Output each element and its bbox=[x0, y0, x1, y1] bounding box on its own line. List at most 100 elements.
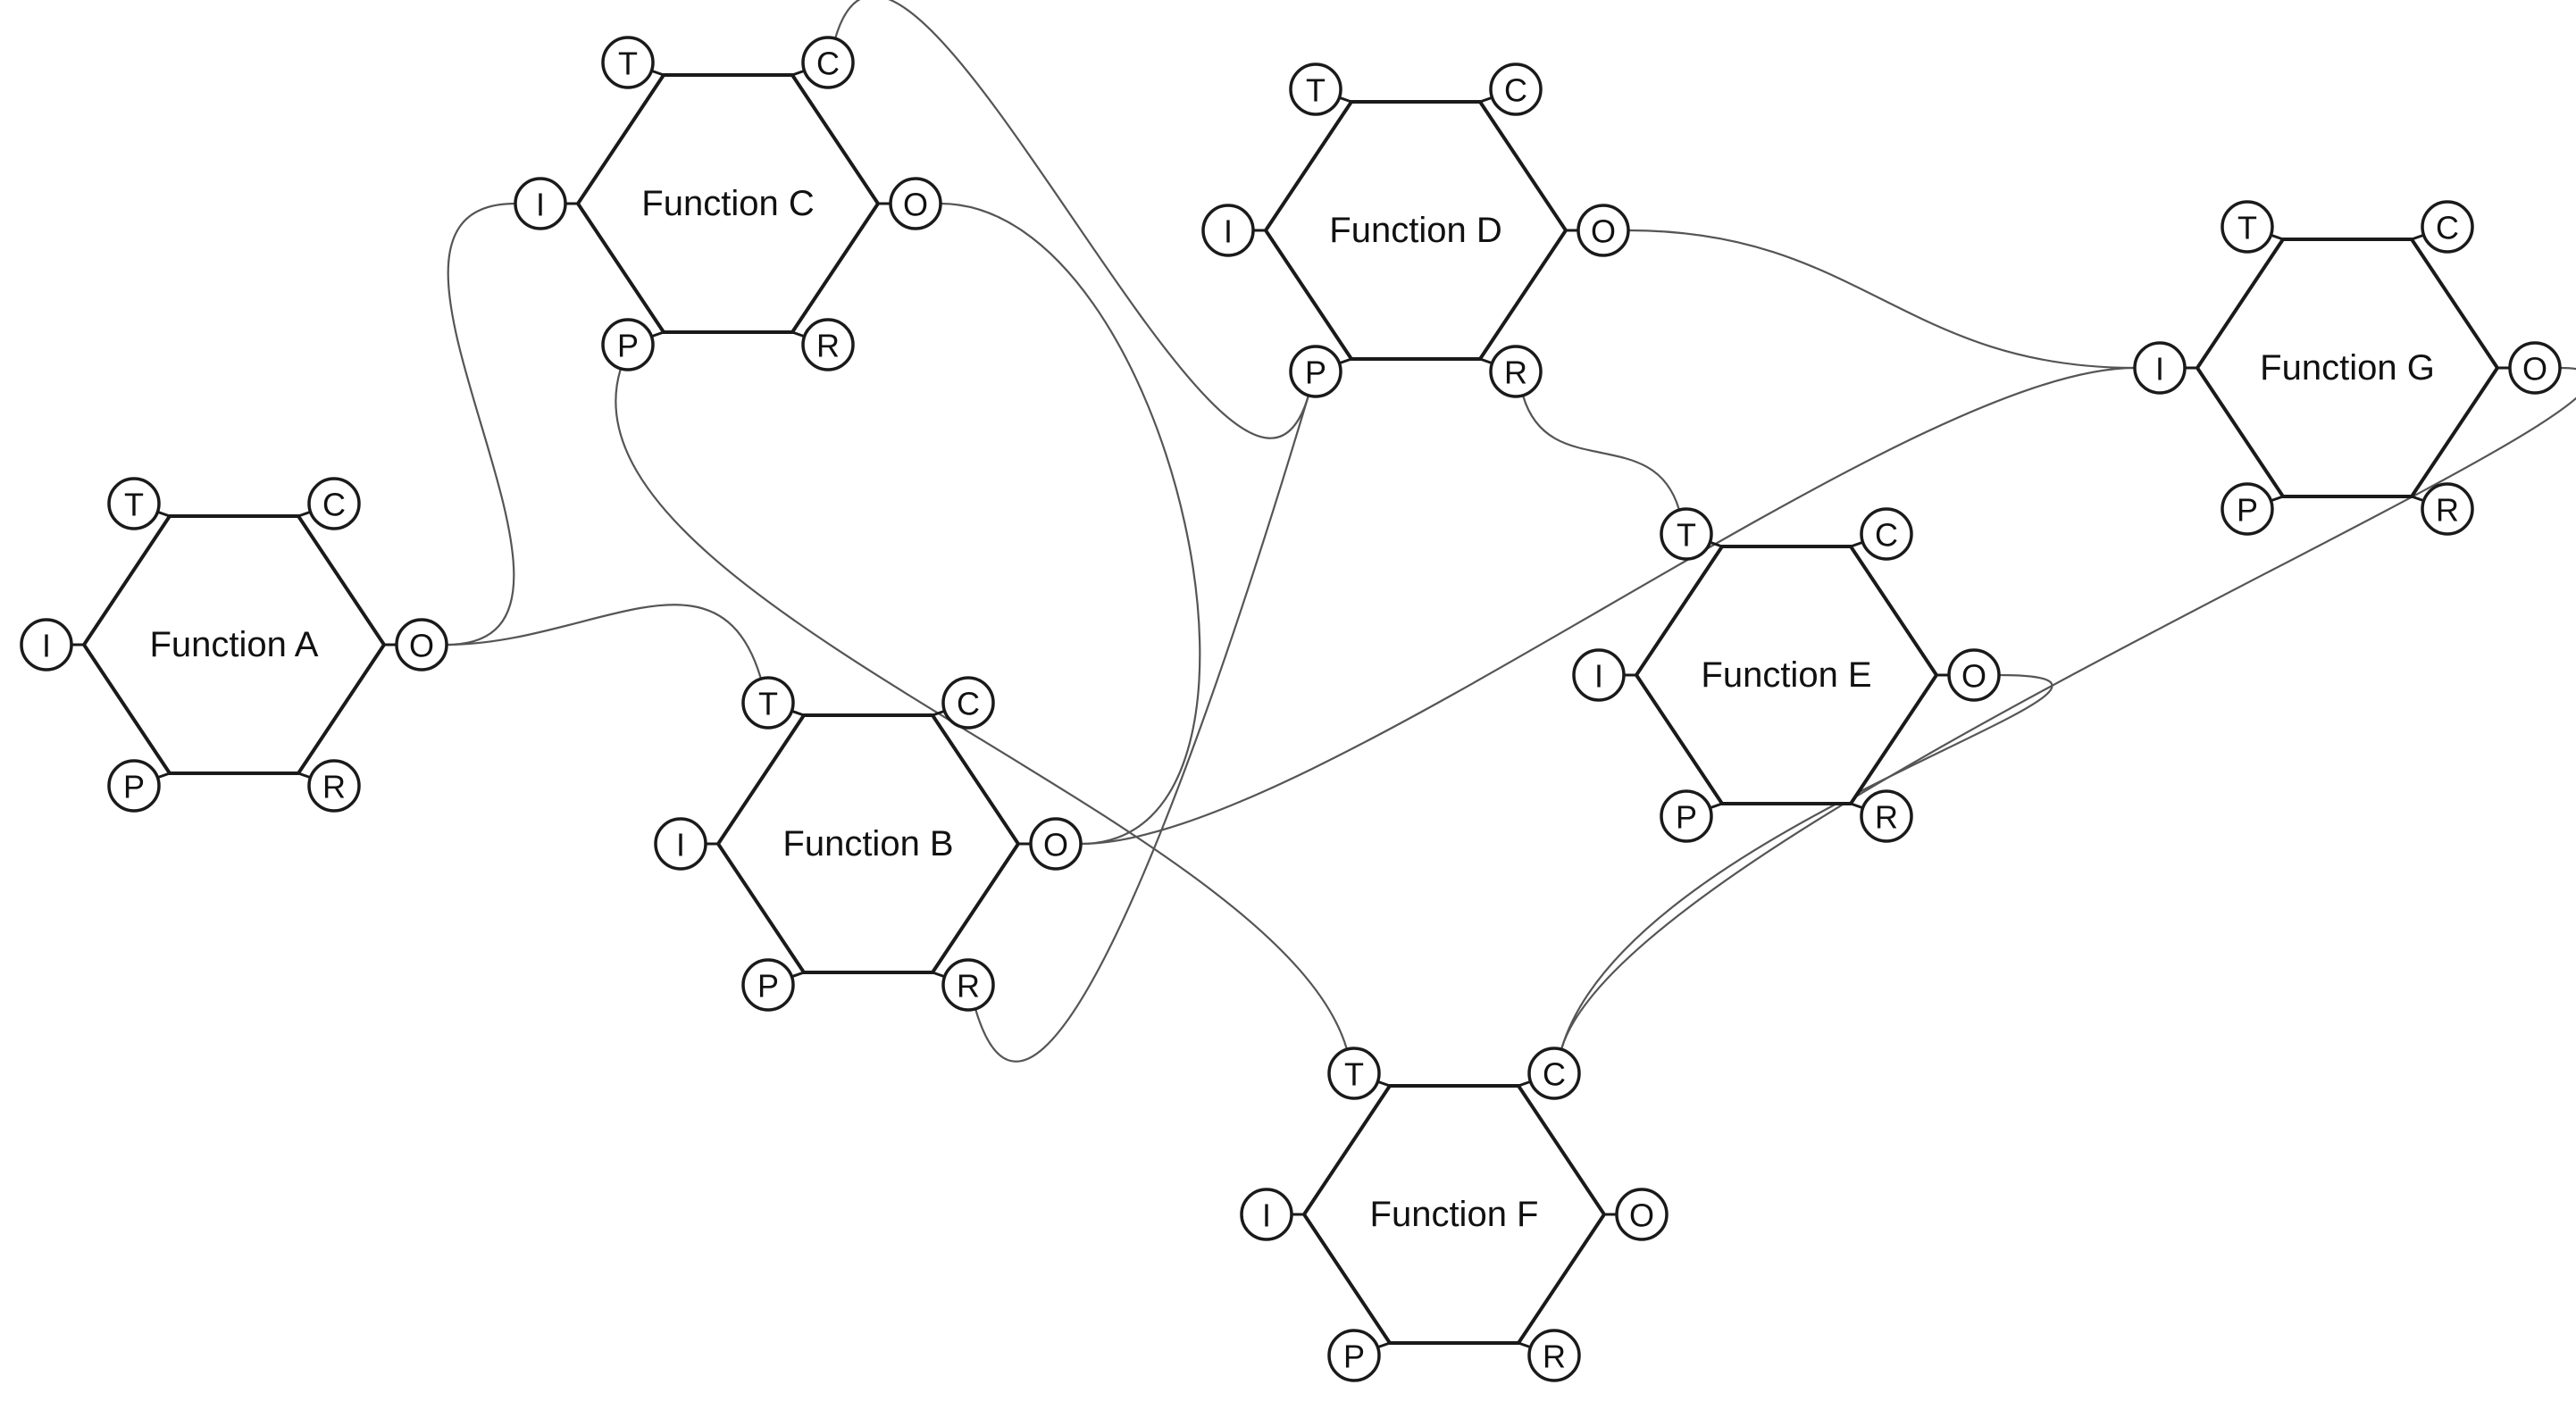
aspect-f-t[interactable]: T bbox=[1327, 1047, 1381, 1100]
aspect-circle[interactable] bbox=[601, 318, 655, 371]
aspect-e-r[interactable]: R bbox=[1860, 789, 1913, 843]
aspect-d-r[interactable]: R bbox=[1489, 345, 1543, 398]
aspect-a-p[interactable]: P bbox=[107, 759, 161, 813]
function-c[interactable]: Function C T C I O P R bbox=[514, 36, 942, 371]
aspect-circle[interactable] bbox=[2221, 200, 2274, 254]
aspect-circle[interactable] bbox=[1947, 648, 2001, 702]
aspect-circle[interactable] bbox=[1577, 204, 1630, 257]
aspect-e-t[interactable]: T bbox=[1660, 507, 1713, 561]
aspect-circle[interactable] bbox=[601, 36, 655, 89]
aspect-b-c[interactable]: C bbox=[941, 676, 995, 730]
aspect-circle[interactable] bbox=[741, 676, 795, 730]
aspect-circle[interactable] bbox=[654, 817, 707, 871]
aspect-b-r[interactable]: R bbox=[941, 958, 995, 1012]
aspect-c-i[interactable]: I bbox=[514, 177, 567, 230]
aspect-stub bbox=[2270, 233, 2284, 241]
aspect-circle[interactable] bbox=[1327, 1047, 1381, 1100]
aspect-f-r[interactable]: R bbox=[1527, 1329, 1581, 1382]
aspect-f-c[interactable]: C bbox=[1527, 1047, 1581, 1100]
aspect-circle[interactable] bbox=[1860, 789, 1913, 843]
aspect-a-t[interactable]: T bbox=[107, 477, 161, 530]
aspect-a-r[interactable]: R bbox=[307, 759, 361, 813]
aspect-circle[interactable] bbox=[514, 177, 567, 230]
coupling-line bbox=[615, 369, 1348, 1049]
aspect-circle[interactable] bbox=[1289, 345, 1342, 398]
aspect-g-o[interactable]: O bbox=[2508, 341, 2562, 395]
aspect-e-o[interactable]: O bbox=[1947, 648, 2001, 702]
aspect-a-i[interactable]: I bbox=[20, 618, 73, 671]
aspect-b-t[interactable]: T bbox=[741, 676, 795, 730]
aspect-e-i[interactable]: I bbox=[1572, 648, 1626, 702]
aspect-b-p[interactable]: P bbox=[741, 958, 795, 1012]
aspect-c-r[interactable]: R bbox=[801, 318, 855, 371]
aspect-circle[interactable] bbox=[1489, 345, 1543, 398]
aspect-d-o[interactable]: O bbox=[1577, 204, 1630, 257]
aspect-circle[interactable] bbox=[889, 177, 942, 230]
aspect-circle[interactable] bbox=[801, 318, 855, 371]
aspect-g-p[interactable]: P bbox=[2221, 482, 2274, 536]
aspect-g-t[interactable]: T bbox=[2221, 200, 2274, 254]
aspect-f-o[interactable]: O bbox=[1615, 1188, 1669, 1241]
aspect-circle[interactable] bbox=[801, 36, 855, 89]
aspect-circle[interactable] bbox=[741, 958, 795, 1012]
aspect-circle[interactable] bbox=[941, 958, 995, 1012]
aspect-circle[interactable] bbox=[107, 477, 161, 530]
aspect-d-c[interactable]: C bbox=[1489, 63, 1543, 116]
aspect-circle[interactable] bbox=[2508, 341, 2562, 395]
aspect-c-p[interactable]: P bbox=[601, 318, 655, 371]
aspect-circle[interactable] bbox=[2133, 341, 2187, 395]
aspect-circle[interactable] bbox=[941, 676, 995, 730]
aspect-f-p[interactable]: P bbox=[1327, 1329, 1381, 1382]
aspect-d-i[interactable]: I bbox=[1201, 204, 1255, 257]
aspect-stub bbox=[1709, 802, 1723, 810]
aspect-circle[interactable] bbox=[107, 759, 161, 813]
aspect-circle[interactable] bbox=[307, 759, 361, 813]
aspect-circle[interactable] bbox=[1527, 1329, 1581, 1382]
aspect-circle[interactable] bbox=[20, 618, 73, 671]
aspect-f-i[interactable]: I bbox=[1240, 1188, 1293, 1241]
aspect-circle[interactable] bbox=[1860, 507, 1913, 561]
aspect-c-t[interactable]: T bbox=[601, 36, 655, 89]
aspect-circle[interactable] bbox=[1289, 63, 1342, 116]
aspect-d-p[interactable]: P bbox=[1289, 345, 1342, 398]
aspect-circle[interactable] bbox=[307, 477, 361, 530]
aspect-a-o[interactable]: O bbox=[395, 618, 448, 671]
aspect-circle[interactable] bbox=[2421, 482, 2474, 536]
aspect-circle[interactable] bbox=[1615, 1188, 1669, 1241]
coupling-line bbox=[940, 202, 1201, 846]
aspect-circle[interactable] bbox=[1660, 789, 1713, 843]
coupling-line bbox=[446, 202, 516, 646]
aspect-circle[interactable] bbox=[1489, 63, 1543, 116]
aspect-circle[interactable] bbox=[1572, 648, 1626, 702]
aspect-c-c[interactable]: C bbox=[801, 36, 855, 89]
aspect-b-i[interactable]: I bbox=[654, 817, 707, 871]
aspect-circle[interactable] bbox=[395, 618, 448, 671]
aspect-g-c[interactable]: C bbox=[2421, 200, 2474, 254]
aspect-a-c[interactable]: C bbox=[307, 477, 361, 530]
aspect-circle[interactable] bbox=[1660, 507, 1713, 561]
aspect-circle[interactable] bbox=[2221, 482, 2274, 536]
aspect-circle[interactable] bbox=[1527, 1047, 1581, 1100]
coupling-line bbox=[974, 396, 1309, 1063]
aspect-circle[interactable] bbox=[1327, 1329, 1381, 1382]
aspect-d-t[interactable]: T bbox=[1289, 63, 1342, 116]
aspect-g-i[interactable]: I bbox=[2133, 341, 2187, 395]
aspect-b-o[interactable]: O bbox=[1029, 817, 1083, 871]
aspect-stub bbox=[791, 330, 806, 338]
aspect-c-o[interactable]: O bbox=[889, 177, 942, 230]
function-label: Function C bbox=[641, 184, 814, 223]
aspect-e-c[interactable]: C bbox=[1860, 507, 1913, 561]
aspect-g-r[interactable]: R bbox=[2421, 482, 2474, 536]
aspect-circle[interactable] bbox=[1201, 204, 1255, 257]
aspect-circle[interactable] bbox=[2421, 200, 2474, 254]
aspect-stub bbox=[932, 971, 946, 979]
aspect-circle[interactable] bbox=[1240, 1188, 1293, 1241]
aspect-e-p[interactable]: P bbox=[1660, 789, 1713, 843]
aspect-circle[interactable] bbox=[1029, 817, 1083, 871]
